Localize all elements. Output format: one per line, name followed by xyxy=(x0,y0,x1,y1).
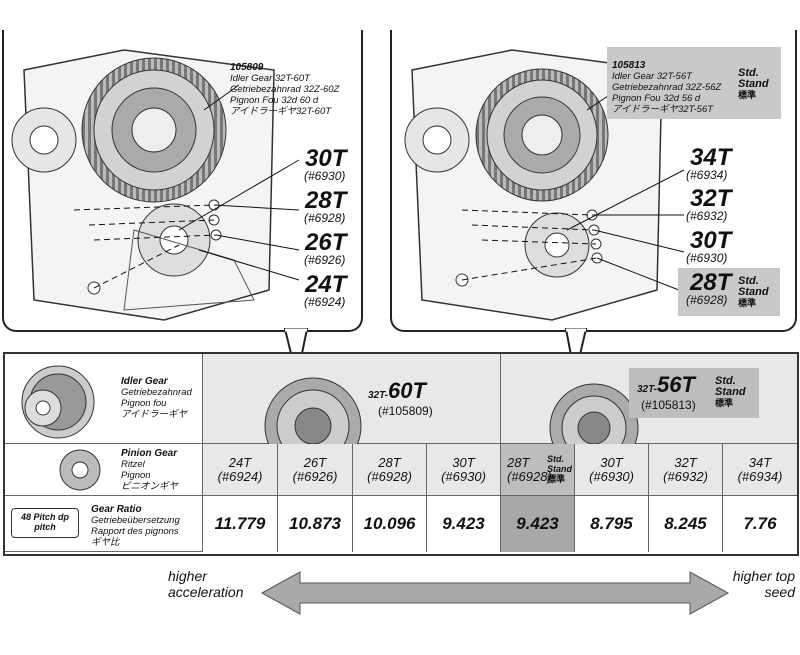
idler-gear-icon xyxy=(21,365,95,439)
right-pinion-label-28t: 28T xyxy=(690,269,732,296)
left-pinion-label-26t: 26T xyxy=(305,229,347,256)
right-idler-info-box xyxy=(607,47,781,119)
ratio-label-cell: 48 Pitch dp pitch Gear Ratio Getriebeübe… xyxy=(5,496,203,552)
arrow-left-text: higher acceleration xyxy=(168,568,244,600)
left-pinion-part-28t: (#6928) xyxy=(304,211,346,225)
left-pinion-part-24t: (#6924) xyxy=(304,295,346,309)
idler-label-cell: Idler Gear Getriebezahnrad Pignon fou アイ… xyxy=(5,354,203,444)
ratio-30t-b: 8.795 xyxy=(575,496,649,552)
ratio-28t: 10.096 xyxy=(353,496,427,552)
ratio-32t: 8.245 xyxy=(649,496,723,552)
left-pinion-label-28t: 28T xyxy=(305,187,347,214)
ratio-28t-std: 9.423 xyxy=(501,496,575,552)
pinion-col-30t-b: 30T(#6930) xyxy=(575,444,649,496)
left-idler-info: 105809 Idler Gear 32T-60T Getriebezahnra… xyxy=(230,62,340,117)
right-gearbox-illustration xyxy=(404,49,685,321)
ratio-label-text: Gear Ratio Getriebeübersetzung Rapport d… xyxy=(91,504,180,548)
idler-60t-gear-icon xyxy=(264,377,362,444)
idler-56t-std: Std. Stand 標準 xyxy=(715,375,746,409)
pinion-col-24t: 24T(#6924) xyxy=(203,444,278,496)
acceleration-speed-arrow xyxy=(260,571,730,615)
idler-56t-part: (#105813) xyxy=(641,398,696,412)
idler-60t-header: 32T-60T (#105809) xyxy=(203,354,501,444)
idler-label-text: Idler Gear Getriebezahnrad Pignon fou アイ… xyxy=(121,376,192,420)
idler-56t-box xyxy=(629,368,759,418)
idler-60t-title: 32T-60T xyxy=(368,378,426,403)
pinion-label-text: Pinion Gear Ritzel Pignon ピニオンギヤ xyxy=(121,448,179,492)
right-pinion-part-34t: (#6934) xyxy=(686,168,728,182)
idler-56t-title: 32T-56T xyxy=(637,372,695,397)
idler-60t-part: (#105809) xyxy=(378,404,433,418)
left-pinion-part-26t: (#6926) xyxy=(304,253,346,267)
left-pinion-part-30t: (#6930) xyxy=(304,169,346,183)
right-std-pinion-box xyxy=(678,268,780,316)
gear-ratio-table: Idler Gear Getriebezahnrad Pignon fou アイ… xyxy=(3,352,799,556)
right-pinion-label-30t: 30T xyxy=(690,227,732,254)
pinion-col-32t: 32T(#6932) xyxy=(649,444,723,496)
left-pinion-label-30t: 30T xyxy=(305,145,347,172)
right-pinion-part-32t: (#6932) xyxy=(686,209,728,223)
right-pinion-label-32t: 32T xyxy=(690,185,732,212)
pinion-col-26t: 26T(#6926) xyxy=(278,444,353,496)
left-pinion-label-24t: 24T xyxy=(305,271,347,298)
arrow-right-text: higher top seed xyxy=(732,568,795,600)
right-pinion-part-30t: (#6930) xyxy=(686,251,728,265)
left-gearbox-illustration xyxy=(11,49,300,321)
pitch-badge: 48 Pitch dp pitch xyxy=(11,508,79,538)
pinion-col-34t: 34T(#6934) xyxy=(723,444,797,496)
pinion-col-30t: 30T(#6930) xyxy=(427,444,501,496)
ratio-34t: 7.76 xyxy=(743,514,777,533)
right-pinion-label-34t: 34T xyxy=(690,144,732,171)
idler-56t-gear-icon xyxy=(549,383,639,444)
ratio-26t: 10.873 xyxy=(278,496,353,552)
right-pinion-part-28t: (#6928) xyxy=(686,293,728,307)
ratio-30t: 9.423 xyxy=(427,496,501,552)
right-pinion-std-label: Std. Stand 標準 xyxy=(738,275,769,309)
right-idler-std-label: Std. Stand 標準 xyxy=(738,67,769,101)
idler-56t-header: 32T-56T (#105813) Std. Stand 標準 xyxy=(501,354,797,444)
pinion-label-cell: Pinion Gear Ritzel Pignon ピニオンギヤ xyxy=(5,444,203,496)
pinion-col-28t: 28T(#6928) xyxy=(353,444,427,496)
ratio-24t: 11.779 xyxy=(203,496,278,552)
right-idler-info: 105813 Idler Gear 32T-56T Getriebezahnra… xyxy=(612,60,722,115)
pinion-gear-icon xyxy=(59,449,101,491)
